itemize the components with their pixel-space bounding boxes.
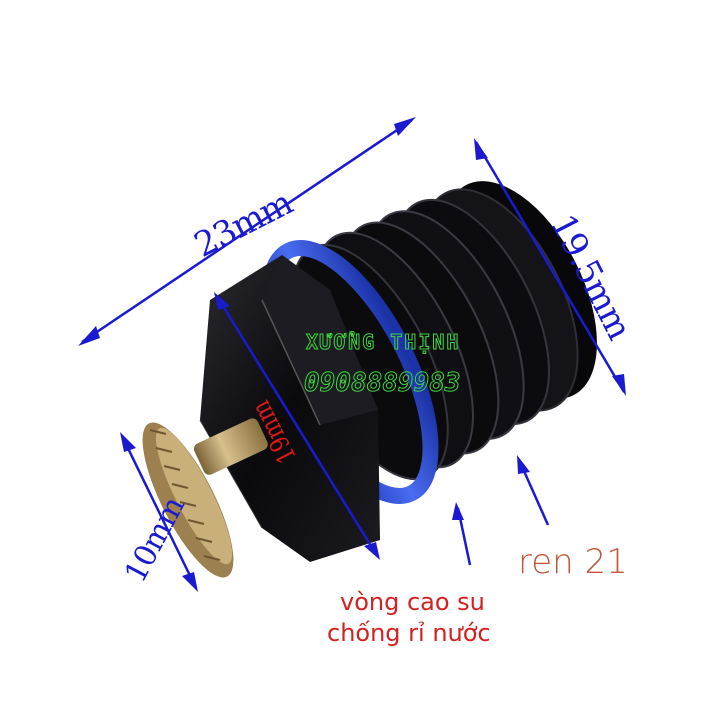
oring-caption-line2: chống rỉ nước xyxy=(327,619,491,647)
thread-size-label: ren 21 xyxy=(518,542,628,582)
oring-caption-line1: vòng cao su xyxy=(340,588,485,616)
watermark-name: XƯỞNG THỊNH xyxy=(305,330,461,355)
brass-knob xyxy=(142,418,268,578)
dimension-arrows xyxy=(78,117,626,592)
watermark-phone: 0908889983 xyxy=(304,368,462,399)
